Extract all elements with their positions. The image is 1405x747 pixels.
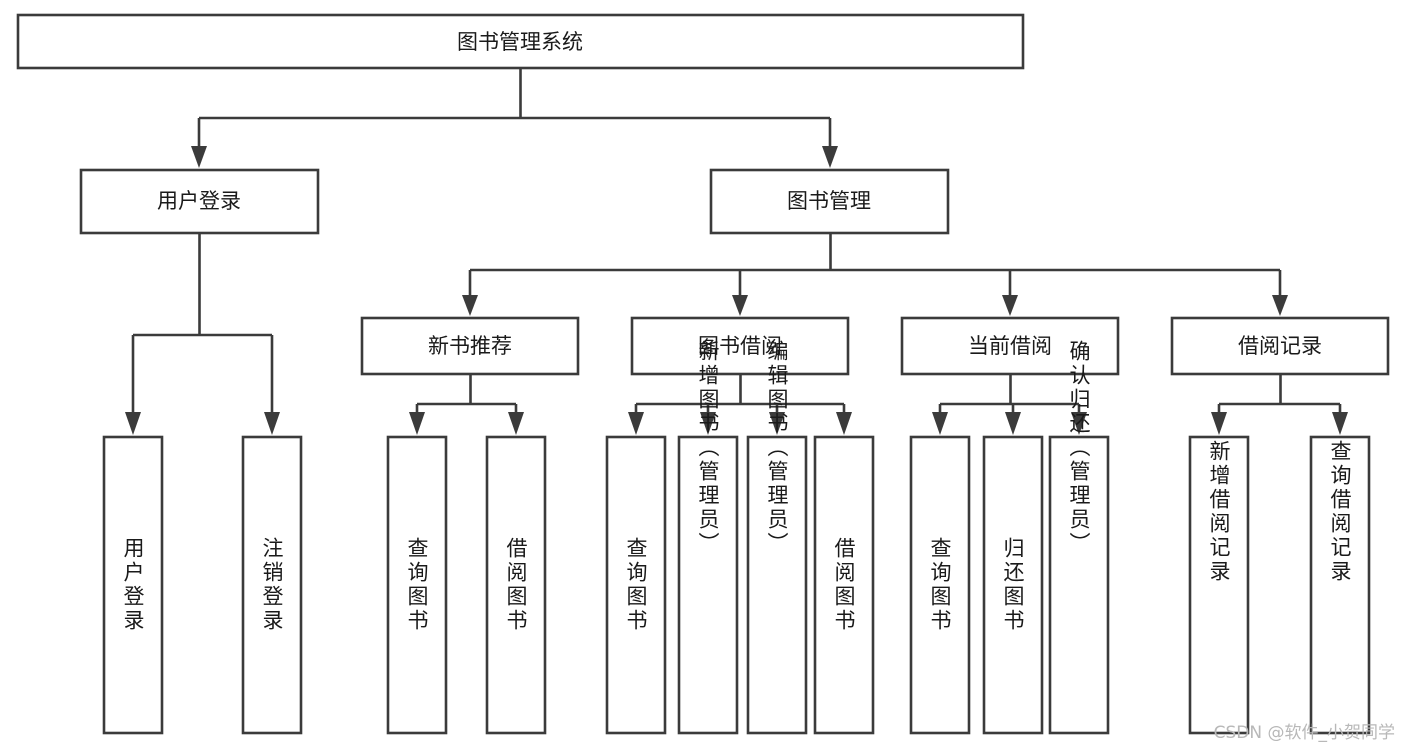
node-leaf-return-book-label: 归还图书 xyxy=(1001,537,1025,633)
node-current-borrow[interactable]: 当前借阅 xyxy=(900,316,1120,376)
node-leaf-query-record-box[interactable] xyxy=(1309,435,1371,735)
node-root[interactable]: 图书管理系统 xyxy=(16,13,1025,70)
arrow-head-borrow-record xyxy=(1272,295,1288,316)
node-leaf-confirm-return[interactable]: 确认归还（管理员） xyxy=(1048,340,1110,735)
arrow-head-leaf-query-book-3 xyxy=(932,412,948,435)
node-root-label: 图书管理系统 xyxy=(457,30,583,54)
node-user-login[interactable]: 用户登录 xyxy=(79,168,320,235)
node-leaf-borrow-book-2-label: 借阅图书 xyxy=(832,537,856,633)
node-leaf-query-record[interactable]: 查询借阅记录 xyxy=(1309,435,1371,735)
arrow-head-book-manage xyxy=(822,146,838,168)
arrow-head-leaf-add-book xyxy=(700,412,716,435)
node-leaf-borrow-book-1[interactable]: 借阅图书 xyxy=(485,435,547,735)
arrow-head-new-book xyxy=(462,295,478,316)
node-root-box[interactable] xyxy=(16,13,1025,70)
node-leaf-add-record-box[interactable] xyxy=(1188,435,1250,735)
node-current-borrow-box[interactable] xyxy=(900,316,1120,376)
arrow-head-book-borrow xyxy=(732,295,748,316)
node-user-login-label: 用户登录 xyxy=(157,189,241,213)
node-new-book-recommend-box[interactable] xyxy=(360,316,580,376)
arrow-head-leaf-query-record xyxy=(1332,412,1348,435)
arrow-head-user-login xyxy=(191,146,207,168)
node-leaf-query-record-label: 查询借阅记录 xyxy=(1328,440,1352,584)
arrow-head-leaf-user-login xyxy=(125,412,141,435)
node-leaf-query-book-3[interactable]: 查询图书 xyxy=(909,435,971,735)
node-leaf-query-book-1[interactable]: 查询图书 xyxy=(386,435,448,735)
node-leaf-edit-book[interactable]: 编辑图书（管理员） xyxy=(746,340,808,735)
arrow-head-leaf-add-record xyxy=(1211,412,1227,435)
node-leaf-return-book-box[interactable] xyxy=(982,435,1044,735)
node-leaf-add-book[interactable]: 新增图书（管理员） xyxy=(677,340,739,735)
node-current-borrow-label: 当前借阅 xyxy=(968,334,1052,358)
node-leaf-add-record-label: 新增借阅记录 xyxy=(1207,440,1231,584)
node-leaf-return-book[interactable]: 归还图书 xyxy=(982,435,1044,735)
node-leaf-borrow-book-2-box[interactable] xyxy=(813,435,875,735)
node-leaf-logout[interactable]: 注销登录 xyxy=(241,435,303,735)
node-leaf-query-book-3-label: 查询图书 xyxy=(928,537,952,633)
arrow-head-leaf-return-book xyxy=(1005,412,1021,435)
node-leaf-borrow-book-1-box[interactable] xyxy=(485,435,547,735)
node-new-book-recommend[interactable]: 新书推荐 xyxy=(360,316,580,376)
arrow-head-leaf-edit-book xyxy=(769,412,785,435)
node-leaf-logout-box[interactable] xyxy=(241,435,303,735)
node-leaf-add-record[interactable]: 新增借阅记录 xyxy=(1188,435,1250,735)
node-leaf-user-login-label: 用户登录 xyxy=(121,537,145,633)
node-user-login-box[interactable] xyxy=(79,168,320,235)
arrow-head-leaf-query-book-1 xyxy=(409,412,425,435)
node-leaf-confirm-return-box[interactable] xyxy=(1048,435,1110,735)
node-leaf-query-book-2[interactable]: 查询图书 xyxy=(605,435,667,735)
node-leaf-borrow-book-1-label: 借阅图书 xyxy=(504,537,528,633)
node-leaf-query-book-1-box[interactable] xyxy=(386,435,448,735)
node-book-manage[interactable]: 图书管理 xyxy=(709,168,950,235)
node-book-borrow[interactable]: 图书借阅 xyxy=(630,316,850,376)
arrow-head-current-borrow xyxy=(1002,295,1018,316)
arrow-head-leaf-confirm-return xyxy=(1071,412,1087,435)
connector-layer xyxy=(125,68,1348,435)
node-leaf-edit-book-label: 编辑图书（管理员） xyxy=(765,340,789,556)
node-leaf-query-book-2-label: 查询图书 xyxy=(624,537,648,633)
node-leaf-edit-book-box[interactable] xyxy=(746,435,808,735)
node-leaf-confirm-return-label: 确认归还（管理员） xyxy=(1067,340,1091,556)
node-borrow-record[interactable]: 借阅记录 xyxy=(1170,316,1390,376)
node-book-manage-label: 图书管理 xyxy=(787,189,871,213)
node-book-manage-box[interactable] xyxy=(709,168,950,235)
node-leaf-query-book-2-box[interactable] xyxy=(605,435,667,735)
arrow-head-leaf-logout xyxy=(264,412,280,435)
node-book-borrow-box[interactable] xyxy=(630,316,850,376)
node-leaf-user-login-box[interactable] xyxy=(102,435,164,735)
node-leaf-query-book-3-box[interactable] xyxy=(909,435,971,735)
csdn-watermark: CSDN @软件_小贺同学 xyxy=(1213,723,1395,743)
node-book-borrow-label: 图书借阅 xyxy=(698,334,782,358)
node-leaf-logout-label: 注销登录 xyxy=(260,537,284,633)
arrow-head-leaf-query-book-2 xyxy=(628,412,644,435)
node-leaf-add-book-label: 新增图书（管理员） xyxy=(696,340,720,556)
arrow-head-leaf-borrow-book-1 xyxy=(508,412,524,435)
node-borrow-record-box[interactable] xyxy=(1170,316,1390,376)
arrow-head-leaf-borrow-book-2 xyxy=(836,412,852,435)
node-borrow-record-label: 借阅记录 xyxy=(1238,334,1322,358)
node-new-book-recommend-label: 新书推荐 xyxy=(428,334,512,358)
node-leaf-add-book-box[interactable] xyxy=(677,435,739,735)
node-leaf-borrow-book-2[interactable]: 借阅图书 xyxy=(813,435,875,735)
node-leaf-query-book-1-label: 查询图书 xyxy=(405,537,429,633)
node-leaf-user-login[interactable]: 用户登录 xyxy=(102,435,164,735)
